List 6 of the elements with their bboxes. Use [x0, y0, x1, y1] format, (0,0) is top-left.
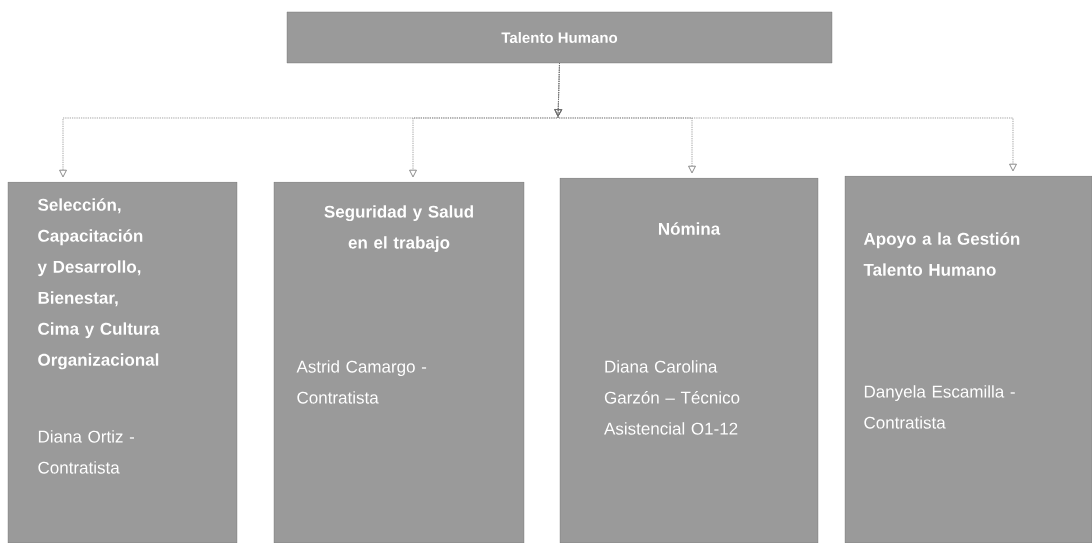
title-box: Talento Humano — [286, 11, 833, 64]
org-box: Seguridad y Salud en el trabajo Astrid Camargo - Contratista — [273, 181, 525, 543]
arrow — [554, 62, 1017, 172]
org-box: Selección, Capacitación y Desarrollo, Bienestar, Cima y Cultura Organizacional Diana Ortiz - Contratista — [7, 181, 238, 543]
org-box: Apoyo a la Gestión Talento Humano Danyela Escamilla - Contratista — [844, 175, 1092, 543]
org-box: Nómina Diana Carolina Garzón – Técnico Asistencial O1-12 — [559, 177, 819, 543]
